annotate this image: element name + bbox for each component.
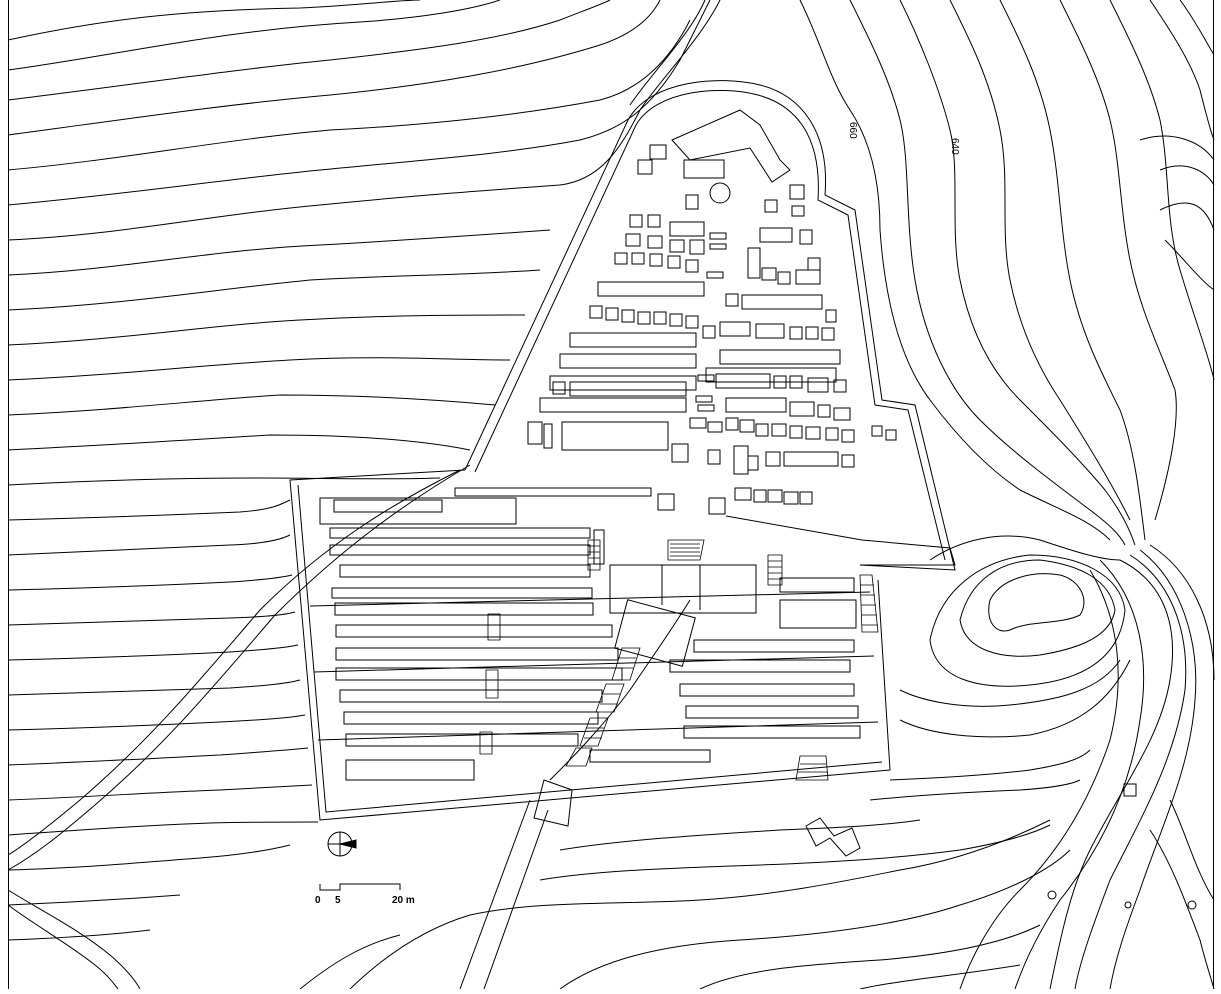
contour-label-660: 660 [847,122,858,139]
misc-structures [805,783,1197,910]
contour-lines-east [799,0,1215,990]
contour-label-640: 640 [949,138,960,155]
scale-tick-5: 5 [335,895,341,906]
contour-lines-west [7,0,711,941]
hatched-stairs [479,539,879,781]
scale-tick-0: 0 [315,895,321,906]
north-arrow-icon [327,831,357,857]
contour-lines-south [299,749,1091,990]
upper-buildings [454,109,956,566]
scale-bar-graphic [319,883,401,891]
upper-enclosure [289,80,956,821]
access-road [7,0,721,990]
scale-tick-20m: 20 m [392,895,415,906]
entrance-path [459,599,691,990]
